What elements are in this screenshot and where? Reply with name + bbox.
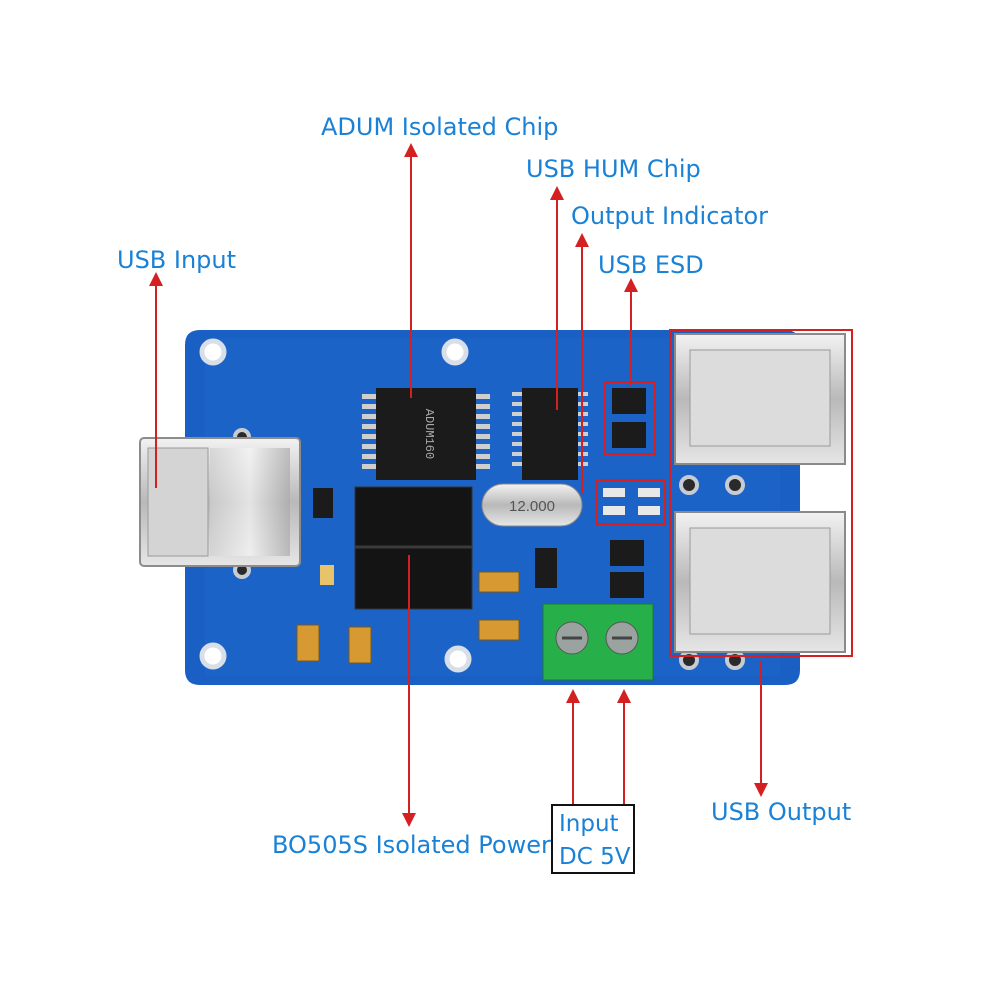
input-dc-line1: Input [559,811,619,837]
label-usb-input: USB Input [117,246,237,274]
label-bo505s-isolated-power: BO505S Isolated Power [272,831,551,859]
esd-chips [313,388,646,598]
capacitors [296,565,520,664]
usb-hub-chip [512,388,588,480]
input-dc-line2: DC 5V [559,844,631,870]
label-output-indicator: Output Indicator [571,202,769,230]
usb-b-input-connector [139,437,301,567]
label-usb-esd: USB ESD [598,251,704,279]
dc-5v-terminal-block [542,603,654,681]
svg-text:ADUM160: ADUM160 [422,409,436,459]
label-adum-isolated-chip: ADUM Isolated Chip [321,113,559,141]
label-usb-hum-chip: USB HUM Chip [526,155,701,183]
callout-arrows [149,143,768,827]
crystal-oscillator: 12.000 [481,483,583,527]
label-usb-output: USB Output [711,798,852,826]
adum-isolated-chip: ADUM160 [362,388,490,480]
usb-a-output-ports [674,333,846,653]
output-indicator-leds [603,488,660,515]
bo505s-isolated-power-module [354,486,473,610]
input-dc-5v-box: Input DC 5V [551,804,635,874]
svg-text:12.000: 12.000 [509,498,555,515]
